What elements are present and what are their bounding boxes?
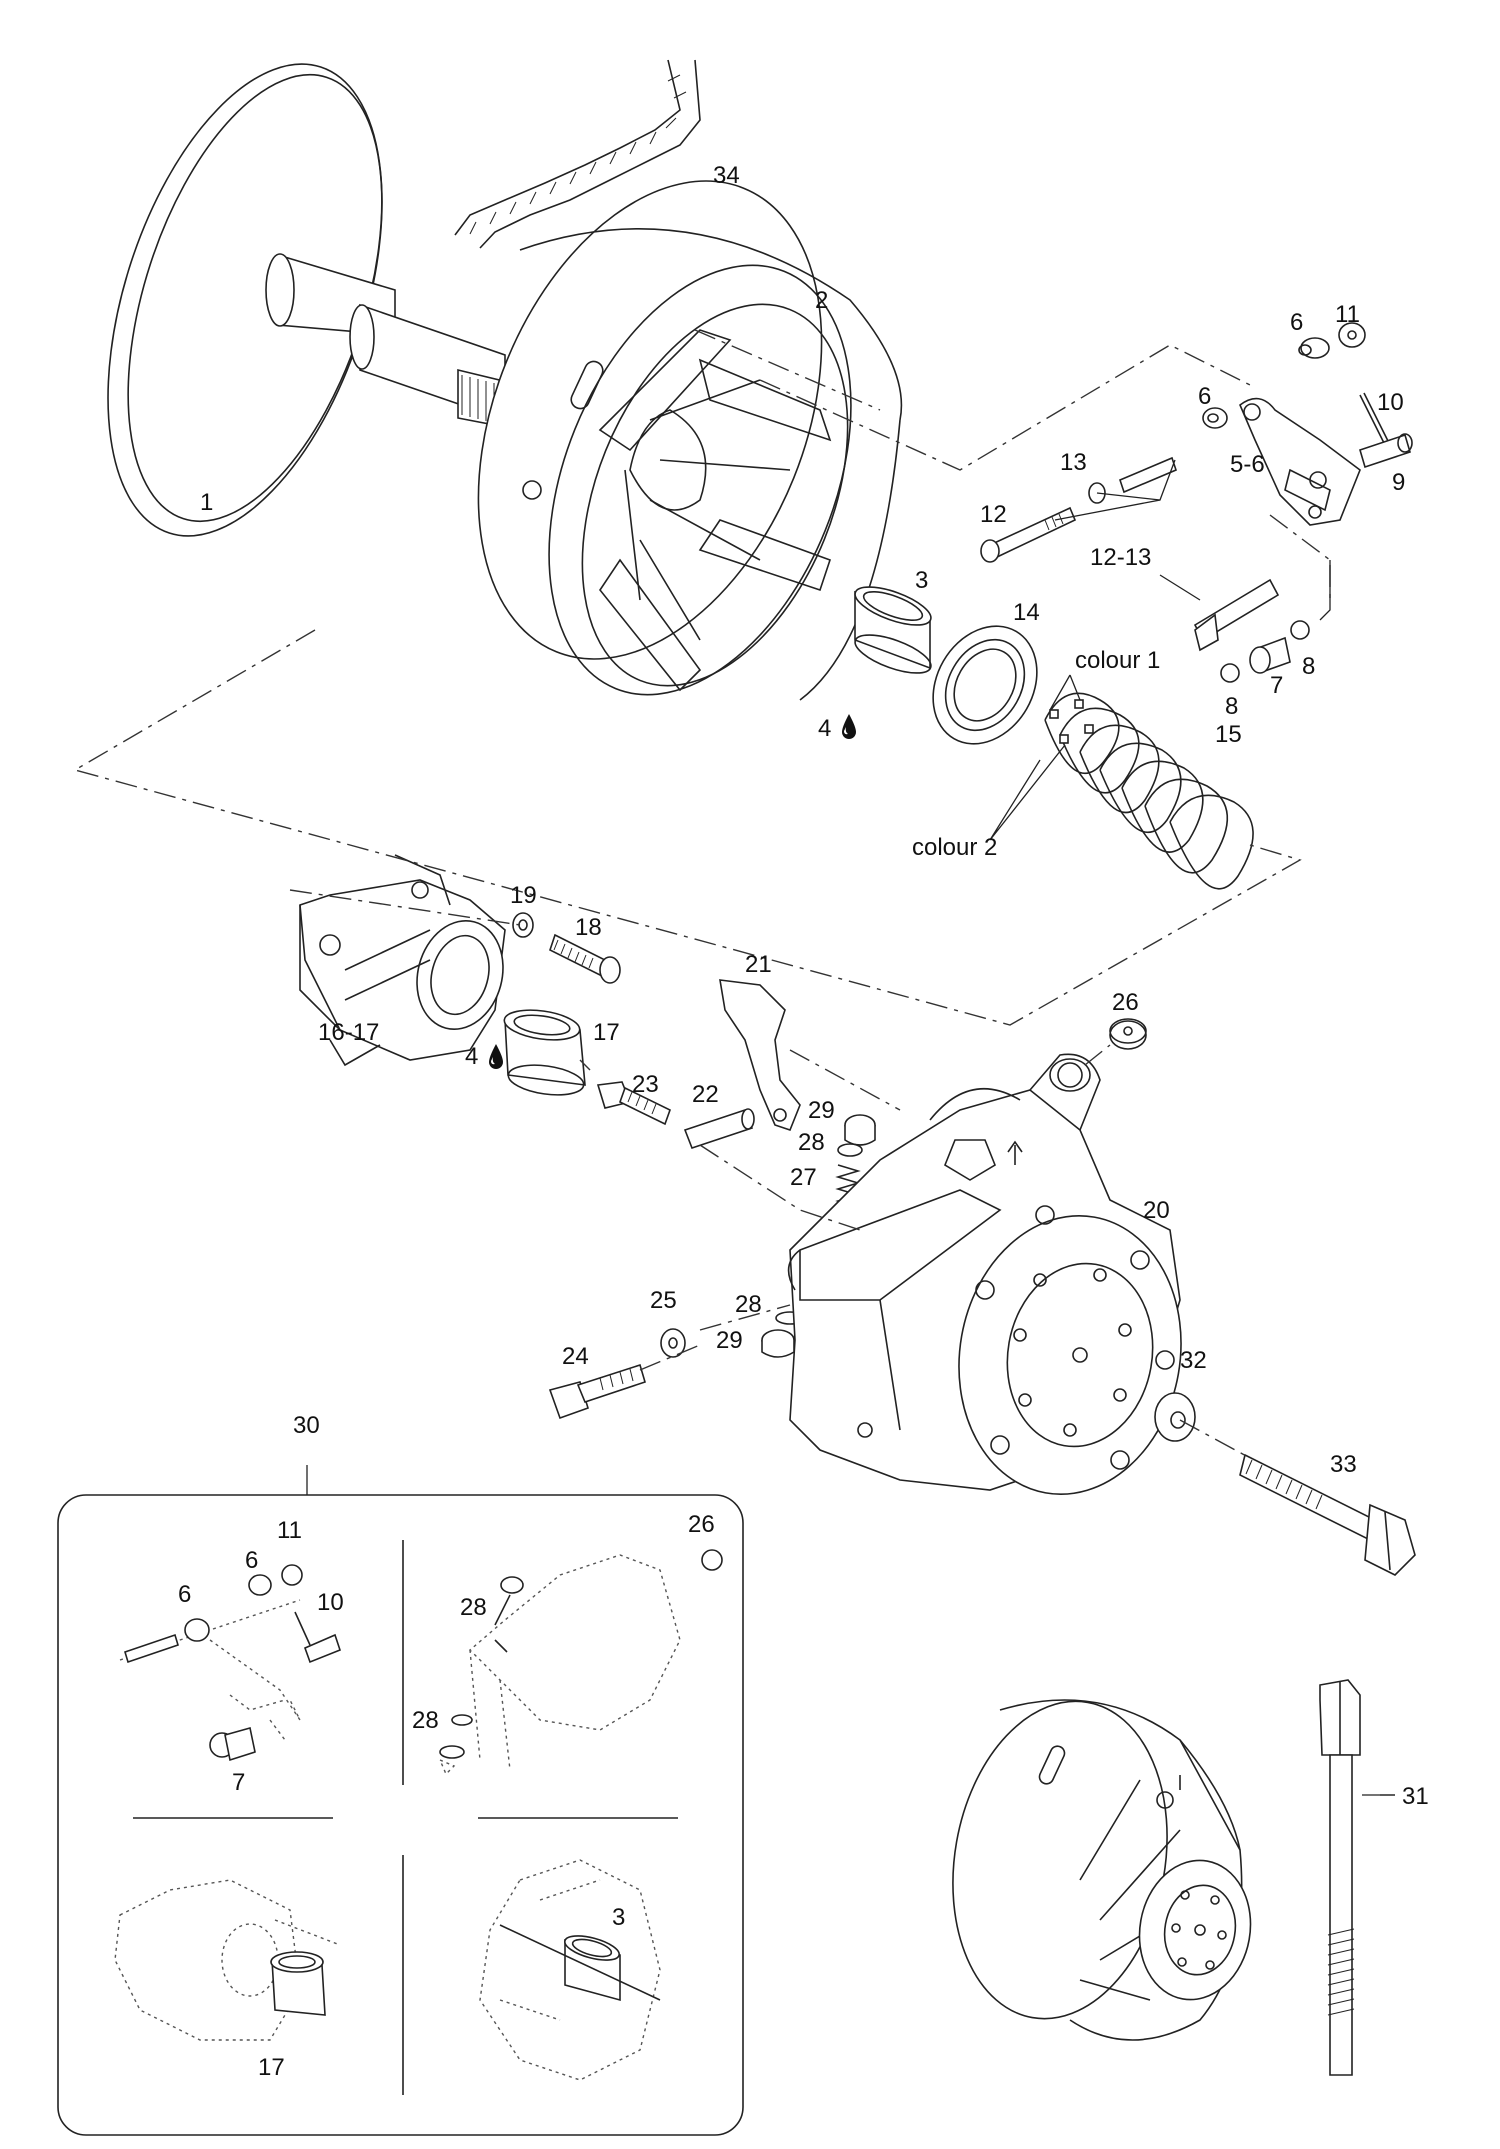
seal-14 xyxy=(932,625,1038,745)
screw-12 xyxy=(980,506,1077,563)
part-label: 8 xyxy=(1225,693,1238,720)
part-label: 10 xyxy=(1377,389,1404,416)
part-label: 4 xyxy=(465,1043,478,1070)
part-label: 27 xyxy=(790,1164,817,1191)
part-label: 20 xyxy=(1143,1197,1170,1224)
fixed-sheave xyxy=(107,63,521,537)
washer-25 xyxy=(660,1328,686,1358)
part-label: 19 xyxy=(510,882,537,909)
part-label: 14 xyxy=(1013,599,1040,626)
part-label: 28 xyxy=(798,1129,825,1156)
assembled-clutch xyxy=(952,1699,1252,2041)
bolt-33 xyxy=(1239,1453,1416,1576)
bushing-6-upper xyxy=(1298,337,1330,359)
kit-part-label: 3 xyxy=(612,1904,625,1931)
pin-9 xyxy=(1359,433,1413,469)
kit-part-label: 11 xyxy=(277,1517,302,1544)
part-label: 6 xyxy=(1198,383,1211,410)
part-label: 16-17 xyxy=(318,1019,379,1046)
part-label: 4 xyxy=(818,715,831,742)
part-label: 12 xyxy=(980,501,1007,528)
screw-23 xyxy=(596,1081,671,1126)
kit-part-label: 7 xyxy=(232,1769,245,1796)
part-label: 6 xyxy=(1290,309,1303,336)
leaders xyxy=(306,459,1395,1796)
part-label: 17 xyxy=(593,1019,620,1046)
part-label: 7 xyxy=(1270,672,1283,699)
governor-cup-20 xyxy=(787,1053,1182,1495)
nut-26 xyxy=(1109,1018,1147,1050)
oil-drop-icon xyxy=(842,714,856,739)
arm-5-6 xyxy=(1239,397,1361,526)
bushing-3 xyxy=(854,586,932,674)
part-label: 11 xyxy=(1335,301,1360,328)
part-label: 1 xyxy=(200,489,213,516)
part-label: 5-6 xyxy=(1230,451,1265,478)
part-label: 32 xyxy=(1180,1347,1207,1374)
spider-16-17 xyxy=(299,854,506,1067)
part-label: 34 xyxy=(713,162,740,189)
pin-long xyxy=(1193,578,1280,652)
part-label: 15 xyxy=(1215,721,1242,748)
kit-part-label: 10 xyxy=(317,1589,344,1616)
part-label: 21 xyxy=(745,951,772,978)
pin-13 xyxy=(1119,456,1177,494)
kit-part-label: 28 xyxy=(460,1594,487,1621)
part-label: 30 xyxy=(293,1412,320,1439)
cap-29-lower xyxy=(761,1329,795,1358)
kit-part-label: 17 xyxy=(258,2054,285,2081)
pin-22 xyxy=(683,1108,755,1149)
part-label: 23 xyxy=(632,1071,659,1098)
part-label: 12-13 xyxy=(1090,544,1151,571)
part-label: 22 xyxy=(692,1081,719,1108)
rotation-arrow-icon xyxy=(1007,1140,1023,1165)
washer-19 xyxy=(512,912,534,938)
part-label: 29 xyxy=(808,1097,835,1124)
roller-7 xyxy=(1249,636,1291,674)
kit-30-box xyxy=(57,1494,744,2136)
part-label: 2 xyxy=(815,287,828,314)
kit-part-label: 6 xyxy=(245,1547,258,1574)
oil-drop-icon xyxy=(489,1044,503,1069)
part-label: 9 xyxy=(1392,469,1405,496)
part-label: colour 1 xyxy=(1075,647,1160,674)
washer-8-right xyxy=(1290,620,1310,640)
cotter-pin-10 xyxy=(1359,392,1390,446)
puller-bolt-31 xyxy=(1319,1679,1395,2076)
part-label: 8 xyxy=(1302,653,1315,680)
kit-part-label: 6 xyxy=(178,1581,191,1608)
part-label: 28 xyxy=(735,1291,762,1318)
bolt-24 xyxy=(548,1363,646,1420)
part-label: 3 xyxy=(915,567,928,594)
assembly-lines xyxy=(73,329,1331,1459)
spring-15 xyxy=(989,674,1254,890)
o-ring-28-upper xyxy=(837,1143,863,1157)
part-label: 24 xyxy=(562,1343,589,1370)
part-label: 31 xyxy=(1402,1783,1429,1810)
kit-part-label: 26 xyxy=(688,1511,715,1538)
lever-21 xyxy=(719,979,801,1131)
screw-18 xyxy=(549,933,621,984)
part-labels: 1 2 3 4 5-6 6 6 7 8 8 9 10 11 12 13 12-1… xyxy=(178,162,1429,2081)
movable-sheave xyxy=(477,180,903,701)
part-label: 29 xyxy=(716,1327,743,1354)
nut-11 xyxy=(1338,322,1366,348)
bushing-6-lower xyxy=(1202,407,1228,429)
cap-29-upper xyxy=(844,1114,876,1146)
bushing-17 xyxy=(503,1009,586,1096)
part-label: 33 xyxy=(1330,1451,1357,1478)
washer-8-left xyxy=(1220,663,1240,683)
part-label: 13 xyxy=(1060,449,1087,476)
part-label: colour 2 xyxy=(912,834,997,861)
washer-32 xyxy=(1154,1392,1196,1442)
drive-belt xyxy=(454,59,701,249)
part-label: 26 xyxy=(1112,989,1139,1016)
part-label: 25 xyxy=(650,1287,677,1314)
kit-part-label: 28 xyxy=(412,1707,439,1734)
part-label: 18 xyxy=(575,914,602,941)
